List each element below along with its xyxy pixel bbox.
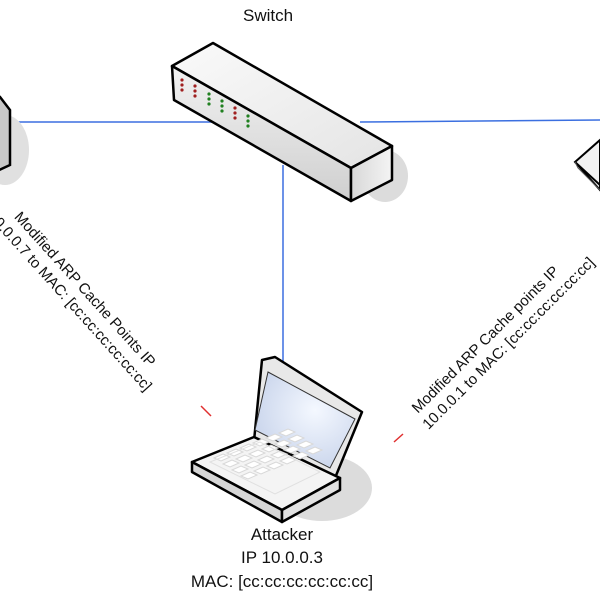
switch-label: Switch	[243, 6, 294, 25]
keyboard-key	[239, 471, 259, 480]
keyboard-key	[273, 439, 293, 448]
keyboard-key	[230, 465, 250, 474]
left-host-icon	[0, 95, 29, 185]
switch-icon	[170, 41, 408, 203]
attacker-mac-label: MAC: [cc:cc:cc:cc:cc:cc]	[190, 572, 374, 591]
keyboard-key	[238, 443, 258, 452]
switch-port-leds	[180, 78, 250, 128]
keyboard-key	[304, 446, 324, 455]
left-annotation-tick	[200, 405, 212, 417]
keyboard-key	[265, 461, 285, 470]
attacker-laptop-icon	[190, 355, 372, 524]
link-switch-right-host	[359, 119, 600, 123]
keyboard-key	[256, 455, 276, 464]
keyboard-key	[247, 449, 267, 458]
keyboard-key	[252, 466, 272, 475]
keyboard-key	[291, 451, 311, 460]
right-annotation-tick	[393, 433, 404, 443]
keyboard-key	[277, 428, 297, 437]
keyboard-key	[234, 454, 254, 463]
keyboard-key	[286, 434, 306, 443]
attacker-name-label: Attacker	[250, 525, 314, 544]
right-host-icon	[573, 138, 600, 192]
keyboard-key	[269, 450, 289, 459]
keyboard-key	[264, 433, 284, 442]
keyboard-key	[243, 460, 263, 469]
keyboard-key	[295, 440, 315, 449]
keyboard-key	[221, 459, 241, 468]
attacker-ip-label: IP 10.0.0.3	[241, 548, 323, 567]
keyboard-key	[282, 445, 302, 454]
